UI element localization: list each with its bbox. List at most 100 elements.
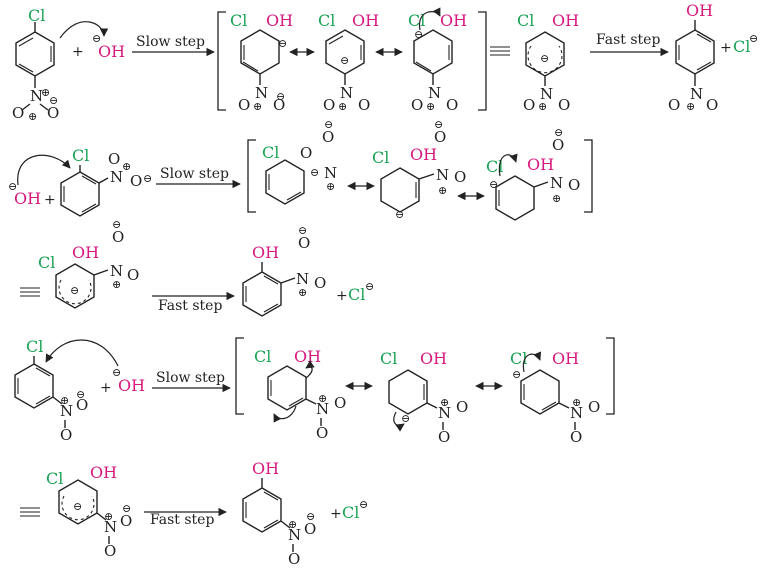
charge-minus: ⊖ [143, 172, 152, 185]
oh-label: OH [352, 11, 379, 30]
bracket-right [584, 139, 593, 213]
fast-step-label: Fast step [158, 298, 222, 314]
charge-plus: ⊕ [253, 100, 262, 113]
o-label: O [434, 128, 446, 146]
oh-label: OH [552, 11, 579, 30]
product-m-nitrophenol: OH N ⊕ O ⊖ O [242, 459, 316, 568]
fast-step-label: Fast step [596, 32, 660, 48]
charge-minus: ⊖ [359, 498, 368, 511]
charge-plus: ⊕ [112, 278, 121, 291]
equivalence-sign [20, 287, 40, 297]
plus-sign: + [330, 506, 342, 522]
o-label: O [568, 176, 580, 194]
n-label: N [690, 85, 703, 103]
bracket-right [478, 11, 487, 111]
o-label: O [300, 144, 312, 162]
n-label: N [60, 402, 73, 420]
row-para-reactant: Cl N ⊕ O O ⊖ ⊕ [12, 6, 109, 123]
o-label: O [706, 96, 718, 114]
plus-sign: + [336, 288, 348, 304]
charge-minus: ⊖ [310, 166, 319, 179]
bracket-right [606, 337, 615, 415]
bracket-left [235, 337, 244, 415]
charge-plus: ⊕ [572, 396, 581, 409]
charge-plus: ⊕ [104, 510, 113, 523]
charge-plus: ⊕ [338, 100, 347, 113]
charge-minus: ⊖ [512, 368, 521, 381]
cl-label: Cl [372, 148, 389, 167]
charge-minus: ⊖ [112, 218, 121, 231]
bracket-left [217, 11, 226, 111]
n-label: N [110, 262, 123, 280]
plus-sign: + [720, 40, 732, 56]
plus-sign: + [44, 192, 56, 208]
row-meta-reactant: Cl N ⊕ O ⊖ O [14, 337, 119, 444]
charge-plus: ⊕ [552, 192, 561, 205]
row-ortho-reactant: Cl N ⊕ O O ⊖ [60, 146, 152, 217]
delocalized-intermediate-meta: ⊖ Cl OH N ⊕ O ⊖ O [46, 463, 132, 560]
charge-minus: ⊖ [489, 178, 498, 191]
o-label: O [273, 96, 285, 114]
equivalence-sign [490, 46, 510, 56]
cl-label: Cl [262, 143, 279, 162]
oh-label: OH [90, 463, 117, 482]
oh-label: OH [552, 349, 579, 368]
charge-minus: ⊖ [401, 412, 410, 425]
charge-minus: ⊖ [276, 90, 285, 103]
oh-label: OH [440, 11, 467, 30]
charge-minus: ⊖ [434, 118, 443, 131]
o-label: O [438, 428, 450, 446]
charge-minus: ⊖ [324, 118, 333, 131]
oh-label: OH [14, 189, 41, 208]
o-label: O [322, 128, 334, 146]
n-label: N [428, 84, 441, 102]
cl-label: Cl [254, 347, 271, 366]
fast-step-label: Fast step [150, 512, 214, 528]
n-label: N [110, 168, 123, 186]
o-label: O [523, 96, 535, 114]
meta-structure-2: Cl OH ⊖ N ⊕ O O [380, 349, 468, 446]
product-o-nitrophenol: OH N O ⊖ O ⊕ [242, 224, 326, 317]
charge-plus: ⊕ [288, 518, 297, 531]
charge-minus: ⊖ [278, 37, 287, 50]
plus-sign: + [100, 380, 112, 396]
charge-minus: ⊖ [8, 180, 17, 193]
product-p-nitrophenol: OH N O O ⊕ [668, 1, 718, 114]
n-label: N [104, 518, 117, 536]
charge-minus: ⊖ [540, 52, 549, 65]
n-label: N [30, 87, 43, 105]
n-label: N [438, 404, 451, 422]
oh-label: OH [98, 42, 125, 61]
charge-minus: ⊖ [340, 54, 349, 67]
plus-sign: + [72, 44, 84, 60]
charge-minus: ⊖ [112, 366, 121, 379]
charge-plus: ⊕ [438, 184, 447, 197]
charge-plus: ⊕ [686, 100, 695, 113]
charge-plus: ⊕ [298, 286, 307, 299]
charge-plus: ⊕ [122, 160, 131, 173]
cl-label: Cl [230, 11, 247, 30]
ortho-structure-1: Cl O N O ⊖ ⊖ ⊕ [262, 118, 337, 205]
charge-minus: ⊖ [92, 32, 101, 45]
charge-plus: ⊕ [318, 392, 327, 405]
o-label: O [104, 542, 116, 560]
charge-minus: ⊖ [554, 126, 563, 139]
o-label: O [238, 96, 250, 114]
o-label: O [456, 398, 468, 416]
resonance-structure-1: Cl OH ⊖ N O O ⊕ ⊖ [230, 11, 293, 114]
charge-plus: ⊕ [426, 100, 435, 113]
oh-label: OH [420, 349, 447, 368]
n-label: N [550, 174, 563, 192]
oh-label: OH [527, 155, 554, 174]
cl-label: Cl [380, 349, 397, 368]
ortho-structure-2: Cl OH N O ⊖ O ⊕ ⊖ [372, 118, 466, 221]
n-label: N [288, 526, 301, 544]
o-label: O [323, 96, 335, 114]
oh-label: OH [294, 347, 321, 366]
delocalized-intermediate-ortho: ⊖ Cl OH N O ⊖ O ⊕ [38, 218, 139, 309]
delocalized-intermediate-para: ⊖ Cl OH N O O ⊕ [517, 11, 579, 114]
oh-label: OH [252, 459, 279, 478]
charge-minus: ⊖ [73, 500, 82, 513]
bracket-left [247, 139, 256, 213]
o-label: O [130, 172, 142, 190]
